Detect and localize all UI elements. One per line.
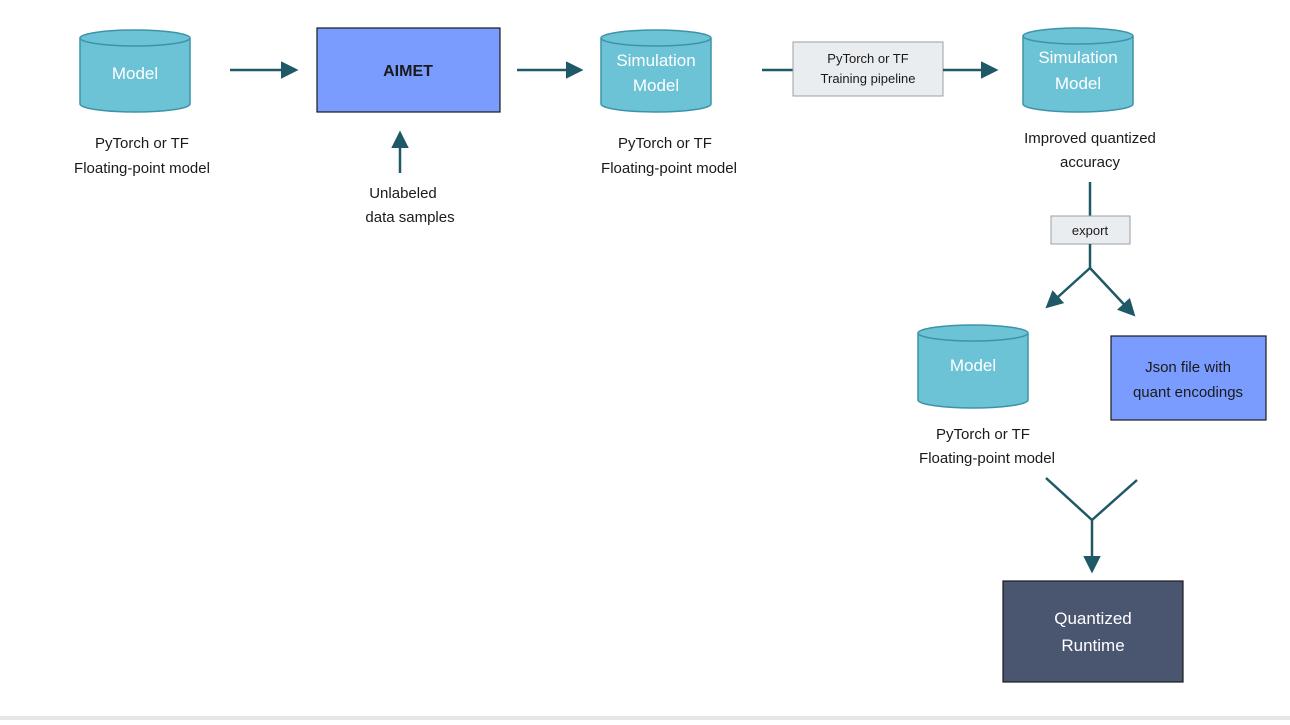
sim-model-2-caption-2: accuracy [1060, 154, 1121, 171]
training-pipeline-label-1: PyTorch or TF [827, 51, 908, 66]
model-output-caption-1: PyTorch or TF [936, 426, 1030, 443]
cylinder-top [79, 29, 191, 47]
cylinder-body [600, 38, 712, 113]
aimet-box: AIMET [316, 27, 501, 113]
connector-model-to-merge [1045, 477, 1093, 521]
arrow-export-to-json [1089, 267, 1136, 317]
export-label: export [1072, 223, 1109, 238]
training-pipeline-label-2: Training pipeline [821, 71, 916, 86]
model-output-title: Model [950, 356, 996, 375]
sim-model-1-caption-2: Floating-point model [601, 160, 737, 177]
cylinder-top [917, 324, 1029, 342]
quantized-runtime-title-2: Runtime [1061, 636, 1124, 655]
sim-model-1-cylinder: Simulation Model [600, 29, 712, 113]
export-box: export [1050, 215, 1131, 245]
model-input-caption-1: PyTorch or TF [95, 135, 189, 152]
arrow-export-to-model [1045, 267, 1091, 309]
sim-model-2-title-1: Simulation [1038, 48, 1117, 67]
sim-model-2-caption-1: Improved quantized [1024, 130, 1156, 147]
cylinder-body [79, 38, 191, 113]
bottom-divider [0, 716, 1290, 720]
cylinder-body [917, 333, 1029, 409]
model-output-caption-2: Floating-point model [919, 450, 1055, 467]
cylinder-top [600, 29, 712, 47]
cylinder-body [1022, 36, 1134, 113]
json-file-title-1: Json file with [1145, 359, 1231, 376]
aimet-title: AIMET [383, 63, 433, 80]
unlabeled-caption-2: data samples [365, 209, 454, 226]
sim-model-1-title-2: Model [633, 76, 679, 95]
quantized-runtime-title-1: Quantized [1054, 609, 1132, 628]
cylinder-top [1022, 27, 1134, 45]
training-pipeline-box: PyTorch or TF Training pipeline [792, 41, 944, 97]
json-file-title-2: quant encodings [1133, 384, 1243, 401]
sim-model-2-cylinder: Simulation Model [1022, 27, 1134, 113]
json-file-box: Json file with quant encodings [1110, 335, 1267, 421]
model-output-cylinder: Model [917, 324, 1029, 409]
model-input-title: Model [112, 64, 158, 83]
connector-json-to-merge [1091, 479, 1138, 521]
model-input-cylinder: Model [79, 29, 191, 113]
sim-model-2-title-2: Model [1055, 74, 1101, 93]
sim-model-1-caption-1: PyTorch or TF [618, 135, 712, 152]
model-input-caption-2: Floating-point model [74, 160, 210, 177]
sim-model-1-title-1: Simulation [616, 51, 695, 70]
unlabeled-caption-1: Unlabeled [369, 185, 437, 202]
quantized-runtime-box: Quantized Runtime [1002, 580, 1184, 683]
